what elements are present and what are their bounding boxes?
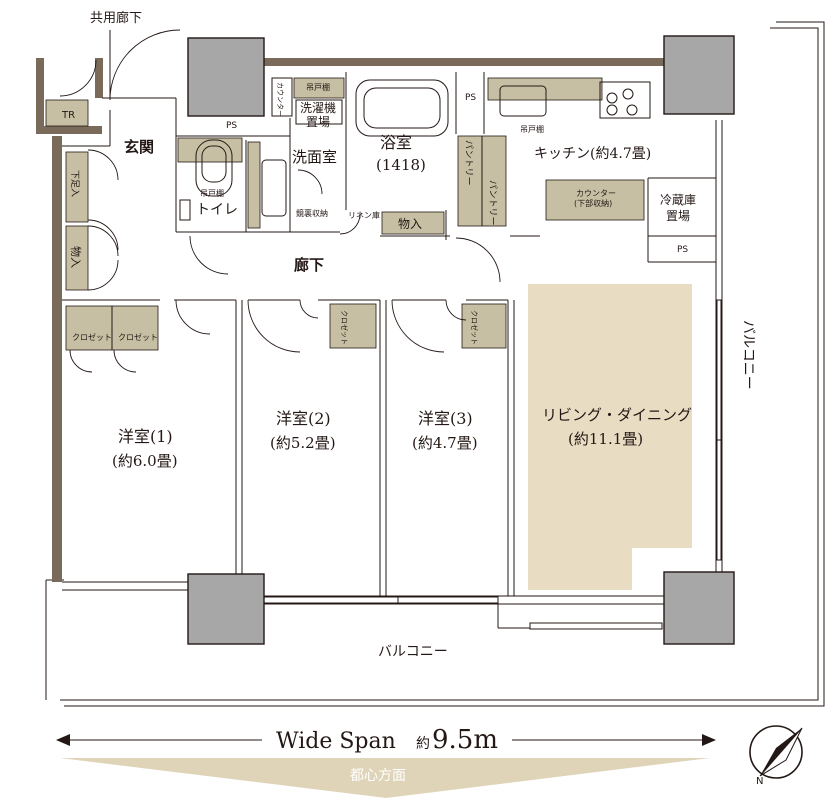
living-dining-area: [528, 284, 692, 590]
column-bottom-right: [663, 571, 735, 645]
shoe-label: 下足入: [69, 170, 80, 197]
closet-label-4: クロゼット: [470, 310, 479, 345]
fridge-label-2: 置場: [666, 209, 690, 223]
room2-name: 洋室(2): [276, 409, 331, 428]
exterior-walls: [36, 58, 723, 629]
mirror-storage-label: 鏡裏収納: [296, 208, 328, 218]
closet-label-3: クロゼット: [340, 310, 349, 345]
bathroom-size-label: (1418): [376, 156, 426, 174]
ps-label-1: PS: [226, 121, 237, 131]
room2-size: (約5.2畳): [270, 434, 336, 452]
tr-label: TR: [61, 110, 75, 121]
windows: [263, 299, 722, 630]
kitchen-label: キッチン(約4.7畳): [534, 146, 651, 162]
north-label: N: [756, 776, 763, 787]
storage-label-hall: 物入: [398, 217, 422, 231]
interior-walls: [62, 72, 716, 596]
balcony-side-label: バルコニー: [740, 320, 756, 390]
closet-label-1: クロゼット: [72, 332, 112, 342]
wide-span-dimension: [56, 734, 716, 746]
doors: [59, 29, 501, 373]
bathroom-label: 浴室: [380, 133, 412, 152]
toilet-label: トイレ: [196, 202, 238, 218]
washroom-label: 洗面室: [292, 148, 337, 166]
room1-size: (約6.0畳): [112, 452, 178, 470]
fixtures: [179, 79, 651, 221]
ps-label-2: PS: [465, 93, 476, 103]
fridge-label-1: 冷蔵庫: [660, 193, 696, 207]
storage-label-entrance: 物入: [69, 246, 83, 268]
wide-span-value: 9.5m: [432, 725, 498, 755]
balcony-bottom-label: バルコニー: [378, 644, 448, 660]
cabinets: [45, 77, 645, 351]
closet-label-2: クロゼット: [118, 332, 158, 342]
direction-label: 都心方面: [350, 768, 406, 784]
north-compass-icon: [749, 725, 803, 779]
living-dining-name: リビング・ダイニング: [542, 406, 692, 424]
direction-arrow: [60, 758, 710, 798]
living-dining-size: (約11.1畳): [568, 430, 643, 448]
counter-label-bottom: (下部収納): [574, 198, 612, 208]
room3-name: 洋室(3): [418, 409, 473, 428]
entrance-label: 玄関: [124, 138, 154, 156]
wide-span-label: Wide Span: [276, 729, 396, 754]
kaunta-label: カウンター: [276, 82, 285, 117]
balcony-railing: [45, 21, 825, 707]
room1-name: 洋室(1): [118, 427, 173, 446]
washer-label-2: 置場: [306, 115, 330, 129]
washer-label-1: 洗濯機: [300, 100, 336, 115]
common-corridor-label: 共用廊下: [90, 10, 142, 26]
ps-label-3: PS: [677, 245, 688, 255]
column-bottom-left: [187, 573, 265, 645]
counter-label-top: カウンター: [576, 189, 616, 198]
hanging-shelf-label-1: 吊戸棚: [306, 82, 330, 92]
room3-size: (約4.7畳): [412, 434, 478, 452]
column-top-right: [663, 35, 735, 115]
wide-span-approx: 約: [416, 736, 430, 752]
column-top-left: [187, 37, 265, 117]
pantry-label-2: パントリー: [487, 180, 498, 225]
pantry-label-1: パントリー: [463, 140, 474, 185]
hanging-shelf-label-3: 吊戸棚: [200, 188, 224, 198]
hanging-shelf-label-2: 吊戸棚: [520, 124, 544, 134]
corridor-label: 廊下: [294, 256, 324, 274]
linen-label: リネン庫: [348, 210, 380, 220]
